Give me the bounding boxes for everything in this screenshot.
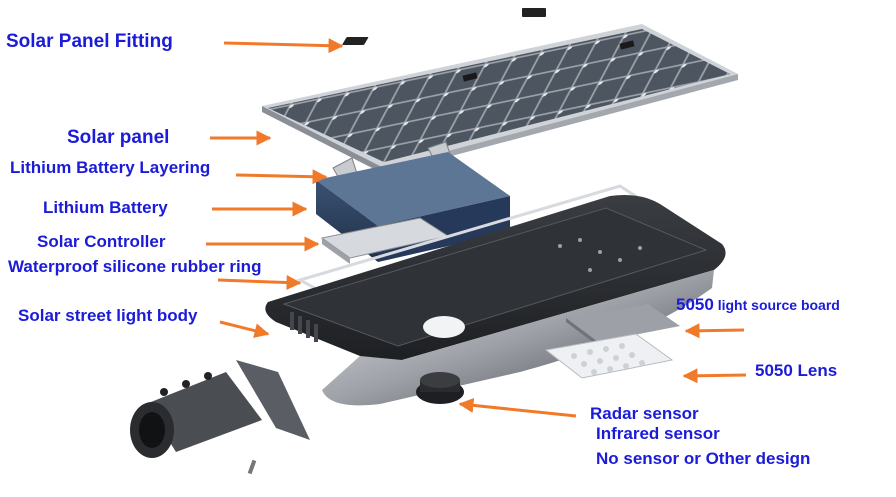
label-radar-sensor: Radar sensor [590,404,699,423]
light-source-board-part [566,304,680,346]
solar-panel-fitting-parts [342,8,546,45]
arrow-battery-layering [235,169,328,185]
label-lithium-battery-layering: Lithium Battery Layering [10,158,211,177]
arrow-panel-fitting [223,38,344,54]
label-infrared-sensor: Infrared sensor [596,424,720,443]
label-light-source-board-code: 5050 [676,295,714,314]
label-no-sensor: No sensor or Other design [596,449,811,468]
mounting-bracket-part [130,360,310,475]
callout-arrows [206,38,747,418]
arrow-lens [682,368,747,384]
label-solar-controller: Solar Controller [37,232,166,251]
solar-panel-part [262,24,738,174]
arrow-sensor [458,397,577,418]
label-solar-panel-fitting: Solar Panel Fitting [6,31,173,52]
label-lens: 5050 Lens [755,361,838,380]
light-body-part [265,195,726,406]
label-solar-panel: Solar panel [67,127,170,148]
label-waterproof-ring: Waterproof silicone rubber ring [8,257,262,276]
label-light-source-board-text: light source board [713,297,840,313]
sensor-part [416,372,464,404]
arrow-waterproof-ring [217,275,302,291]
label-lithium-battery: Lithium Battery [43,198,168,217]
label-light-source-board: 5050 light source board [676,296,840,313]
lens-part [544,333,674,379]
arrow-light-source-board [684,323,745,339]
arrow-light-body [219,320,270,339]
label-light-body: Solar street light body [18,306,198,325]
